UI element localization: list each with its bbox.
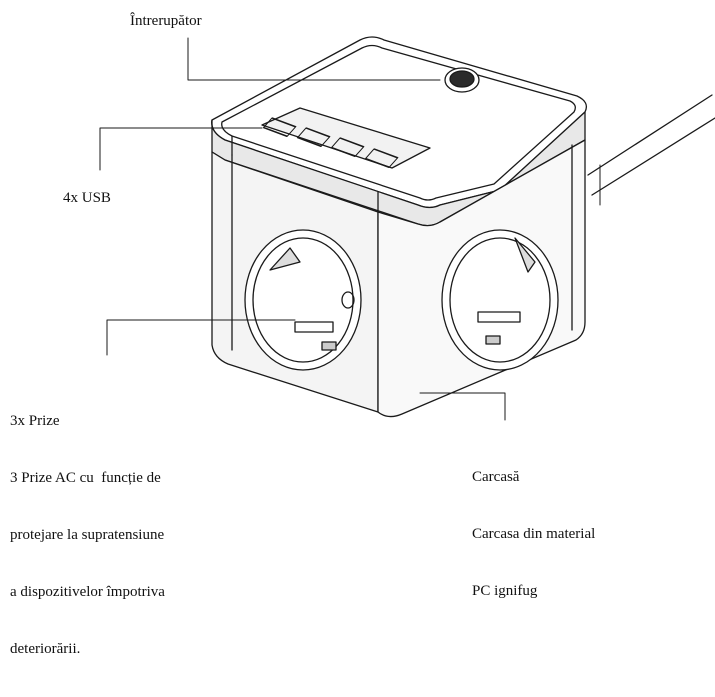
housing-desc-line: Carcasa din material [472,526,596,542]
callout-switch [187,37,441,81]
usb-label: 4x USB [63,190,111,206]
product-diagram: Întrerupător 4x USB 3x Prize 3 Prize AC … [10,13,715,657]
sockets-desc-line: deteriorării. [10,641,81,657]
sockets-desc-line: a dispozitivelor împotriva [10,584,165,600]
sockets-desc-line: 3 Prize AC cu funcție de [10,470,161,486]
housing-label: Carcasă Carcasa din material PC ignifug [472,430,595,639]
callout-sockets [106,319,296,356]
callout-lines [99,37,506,421]
schuko-socket-right [441,229,559,371]
power-cube-illustration [99,36,715,421]
housing-title: Carcasă [472,469,520,485]
sockets-desc-line: protejare la supratensiune [10,527,165,543]
sockets-label: 3x Prize 3 Prize AC cu funcție de protej… [10,374,165,697]
sockets-title: 3x Prize [10,413,60,429]
schuko-socket-left [244,229,362,371]
switch-label: Întrerupător [130,13,202,29]
callout-usb [99,127,263,171]
power-button-icon [444,67,480,93]
callout-housing [419,392,506,421]
power-cable [587,94,715,206]
usb-port-4 [364,148,399,168]
usb-port-3 [330,137,365,157]
usb-port-1 [262,117,297,137]
housing-desc-line: PC ignifug [472,583,538,599]
usb-port-2 [296,127,331,147]
usb-ports [261,107,431,169]
